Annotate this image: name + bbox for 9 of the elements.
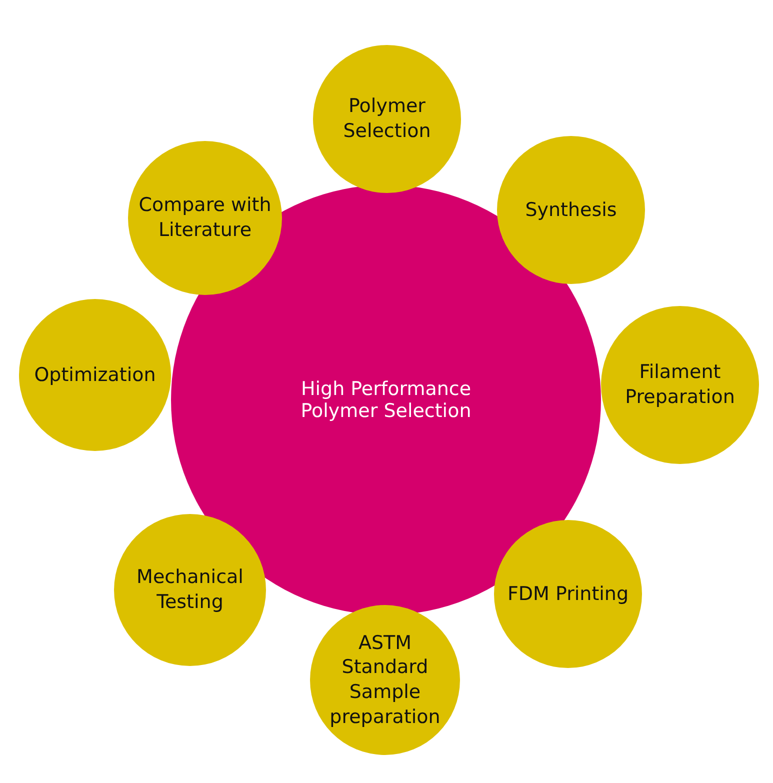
- step-label: Polymer Selection: [342, 94, 432, 144]
- step-label: Mechanical Testing: [136, 565, 244, 615]
- step-label: ASTM Standard Sample preparation: [328, 630, 442, 730]
- step-label: Optimization: [34, 362, 156, 388]
- step-label: Filament Preparation: [624, 360, 736, 410]
- step-label: Synthesis: [525, 198, 617, 222]
- step-label: FDM Printing: [507, 582, 629, 606]
- hub-label: High Performance Polymer Selection: [300, 378, 472, 422]
- step-label: Compare with Literature: [138, 193, 272, 243]
